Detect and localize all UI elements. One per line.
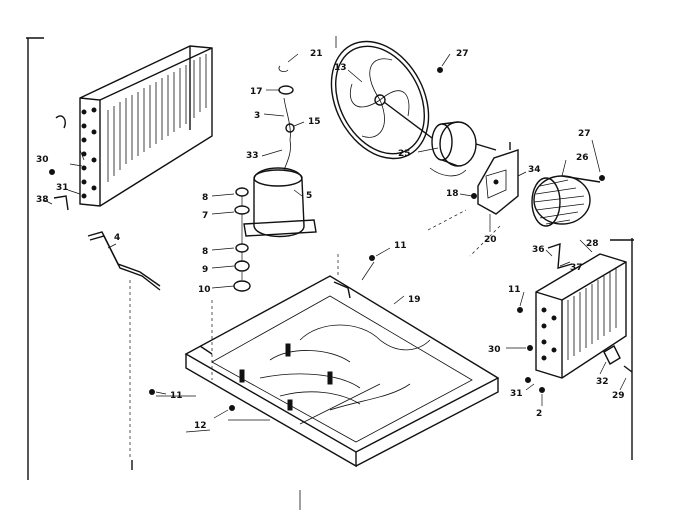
condenser-coil <box>49 45 213 211</box>
fan-motor <box>383 101 497 177</box>
callout-34: 34 <box>528 165 541 175</box>
callout-11b: 11 <box>508 285 521 295</box>
callout-15: 15 <box>308 117 321 127</box>
callout-31a: 31 <box>56 183 69 193</box>
callout-9: 9 <box>202 265 208 275</box>
callout-8b: 8 <box>202 247 208 257</box>
callout-26: 26 <box>576 153 589 163</box>
callout-19: 19 <box>408 295 421 305</box>
callout-33: 33 <box>246 151 259 161</box>
callout-29: 29 <box>612 391 625 401</box>
frame-brackets <box>26 36 634 510</box>
callout-labels: 21 17 3 15 33 5 8 7 8 9 10 13 27 25 34 2… <box>36 49 625 431</box>
callout-37: 37 <box>570 263 583 273</box>
callout-27b: 27 <box>578 129 591 139</box>
callout-17: 17 <box>250 87 263 97</box>
refrigerant-tube <box>87 231 161 291</box>
callout-5: 5 <box>306 191 312 201</box>
callout-4: 4 <box>114 233 120 243</box>
base-pan <box>184 275 500 468</box>
fan-blade <box>330 40 430 160</box>
callout-30a: 30 <box>36 155 49 165</box>
fasteners <box>149 67 545 411</box>
callout-31b: 31 <box>510 389 523 399</box>
compressor <box>243 65 317 238</box>
callout-10: 10 <box>198 285 211 295</box>
blower-wheel <box>531 175 605 227</box>
callout-38a: 38 <box>36 195 49 205</box>
callout-28: 28 <box>586 239 599 249</box>
callout-25: 25 <box>398 149 411 159</box>
callout-2: 2 <box>536 409 542 419</box>
callout-36a: 36 <box>532 245 545 255</box>
assembly-guide-lines <box>129 209 501 460</box>
callout-3: 3 <box>254 111 260 121</box>
evaporator-coil <box>517 243 633 379</box>
callout-7: 7 <box>202 211 208 221</box>
callout-30b: 30 <box>488 345 501 355</box>
callout-18: 18 <box>446 189 459 199</box>
callout-20: 20 <box>484 235 497 245</box>
callout-32: 32 <box>596 377 609 387</box>
leader-lines <box>43 53 627 433</box>
callout-11a: 11 <box>394 241 407 251</box>
callout-8a: 8 <box>202 193 208 203</box>
callout-21: 21 <box>310 49 323 59</box>
callout-27a: 27 <box>456 49 469 59</box>
callout-12: 12 <box>194 421 207 431</box>
mount-grommets <box>233 187 251 292</box>
callout-13: 13 <box>334 63 347 73</box>
motor-bracket <box>477 142 519 215</box>
callout-11c: 11 <box>170 391 183 401</box>
